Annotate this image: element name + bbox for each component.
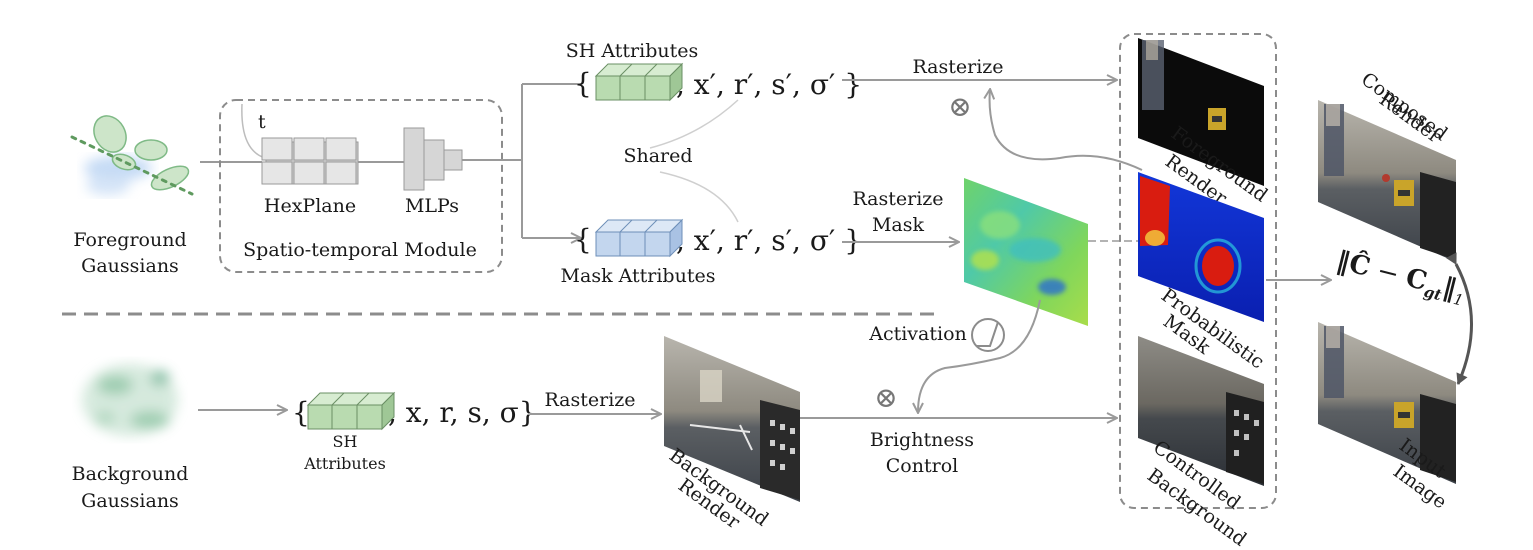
rasterize-top-label: Rasterize [912,56,1003,78]
shared-label: Shared [623,145,692,167]
loss-gt-subscript: gt [1422,283,1443,305]
time-label: t [258,111,266,133]
module-label: Spatio-temporal Module [243,239,477,261]
bg-params: , x, r, s, σ} [388,396,537,429]
probabilistic-mask-image [1138,172,1264,322]
bg-sh-attribute-cubes [306,391,396,431]
sh-attribute-cubes [594,62,684,102]
rasterize-mask-label-line1: Rasterize [852,188,943,210]
time-input-curve [241,103,266,159]
foreground-label-line2: Gaussians [81,255,179,277]
foreground-label-line1: Foreground [73,229,186,251]
controlled-background-image [1138,336,1264,486]
sh-open-brace: { [574,67,592,100]
shared-curve-top [649,99,739,149]
spatio-temporal-module-box [219,99,503,273]
brightness-label-line2: Control [886,455,958,477]
composed-render-image [1318,100,1456,262]
branch-split [462,84,523,238]
hexplane-label: HexPlane [264,195,356,217]
mask-attributes-title: Mask Attributes [561,265,716,287]
raw-mask-image [964,178,1088,326]
background-gaussians-icon [82,364,178,436]
mask-params: , x′, r′, s′, σ′ } [676,224,862,257]
foreground-render-image [1138,38,1264,186]
input-image [1318,322,1456,484]
multiply-icon-top: ⊗ [948,90,971,123]
hexplane-icon [261,137,359,185]
background-label-line1: Background [72,463,189,485]
background-label-line2: Gaussians [81,490,179,512]
mask-to-brightness-arrow [918,299,1041,412]
bg-sh-label-line1: SH [333,432,358,451]
rasterize-mask-label-line2: Mask [872,214,925,236]
sh-params: , x′, r′, s′, σ′ } [676,68,862,101]
mlp-icon [403,127,463,191]
rasterize-bottom-label: Rasterize [544,389,635,411]
mask-open-brace: { [574,223,592,256]
bg-open-brace: { [292,396,310,429]
background-render-image [664,336,800,502]
activation-icon [971,318,1005,352]
render-panel-box [1119,33,1277,509]
activation-label: Activation [868,323,967,345]
foreground-gaussians-icon [70,115,194,196]
shared-curve-bottom [659,171,739,223]
mask-to-foreground-multiply-arrow [990,90,1143,171]
sh-attributes-title: SH Attributes [566,40,698,62]
mask-attribute-cubes [594,218,684,258]
multiply-icon-bottom: ⊗ [874,381,897,414]
brightness-label-line1: Brightness [870,429,974,451]
mlps-label: MLPs [405,195,459,217]
bg-sh-label-line2: Attributes [303,454,386,473]
loss-minus: − [1374,256,1402,290]
loss-comparison-arrow [1445,252,1473,385]
